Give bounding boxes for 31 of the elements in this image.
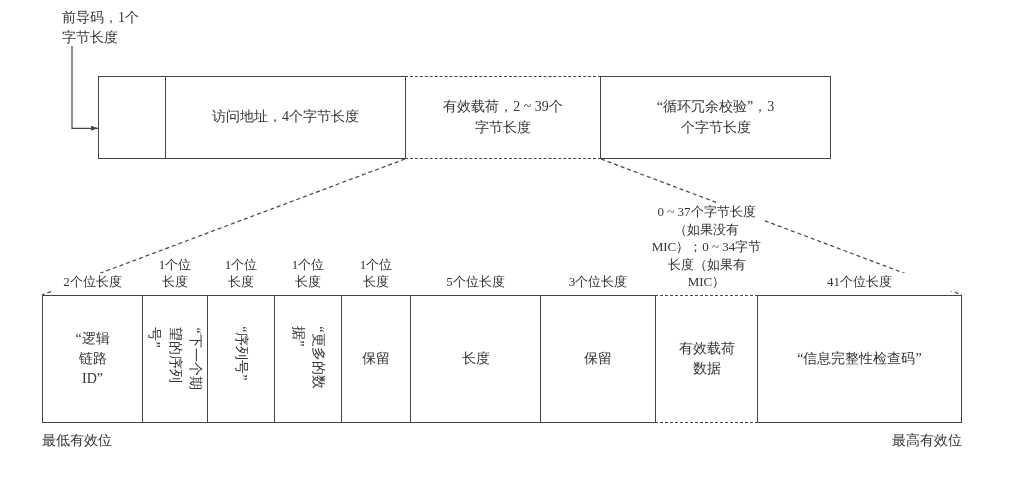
packet-field <box>757 295 962 423</box>
packet-field <box>98 76 166 159</box>
packet-field <box>142 295 208 423</box>
packet-field <box>42 295 143 423</box>
bit-length-label: 0 ~ 37个字节长度（如果没有MIC）；0 ~ 34字节长度（如果有MIC） <box>650 203 763 291</box>
field-name: “更多的数据” <box>290 326 328 391</box>
packet-field <box>207 295 275 423</box>
packet-field <box>655 295 758 423</box>
packet-field <box>341 295 411 423</box>
field-name: 长度 <box>461 349 490 368</box>
field-name: “逻辑链路ID” <box>74 329 111 389</box>
field-name: “下一个期望的序列号” <box>146 327 205 391</box>
field-name: 保留 <box>584 349 612 368</box>
field-name: 有效载荷数据 <box>677 339 736 378</box>
packet-field <box>540 295 656 423</box>
field-name: 访问地址，4个字节长度 <box>212 108 359 127</box>
leader-arrow <box>71 45 99 131</box>
field-name: “循环冗余校验”，3个字节长度 <box>655 98 776 137</box>
field-name: 保留 <box>362 349 390 368</box>
packet-field <box>274 295 342 423</box>
packet-field <box>165 76 406 159</box>
zoom-guide-line <box>41 158 406 296</box>
bit-order-label: 最高有效位 <box>892 432 962 450</box>
field-name: “序列号” <box>233 326 251 383</box>
packet-field <box>600 76 831 159</box>
field-name: 有效载荷，2 ~ 39个字节长度 <box>442 98 564 137</box>
packet-field <box>405 76 601 159</box>
packet-field <box>410 295 541 423</box>
bit-order-label: 最低有效位 <box>42 432 112 450</box>
field-label: 前导码，1个字节长度 <box>62 8 140 48</box>
field-name: “信息完整性检查码” <box>797 349 922 368</box>
